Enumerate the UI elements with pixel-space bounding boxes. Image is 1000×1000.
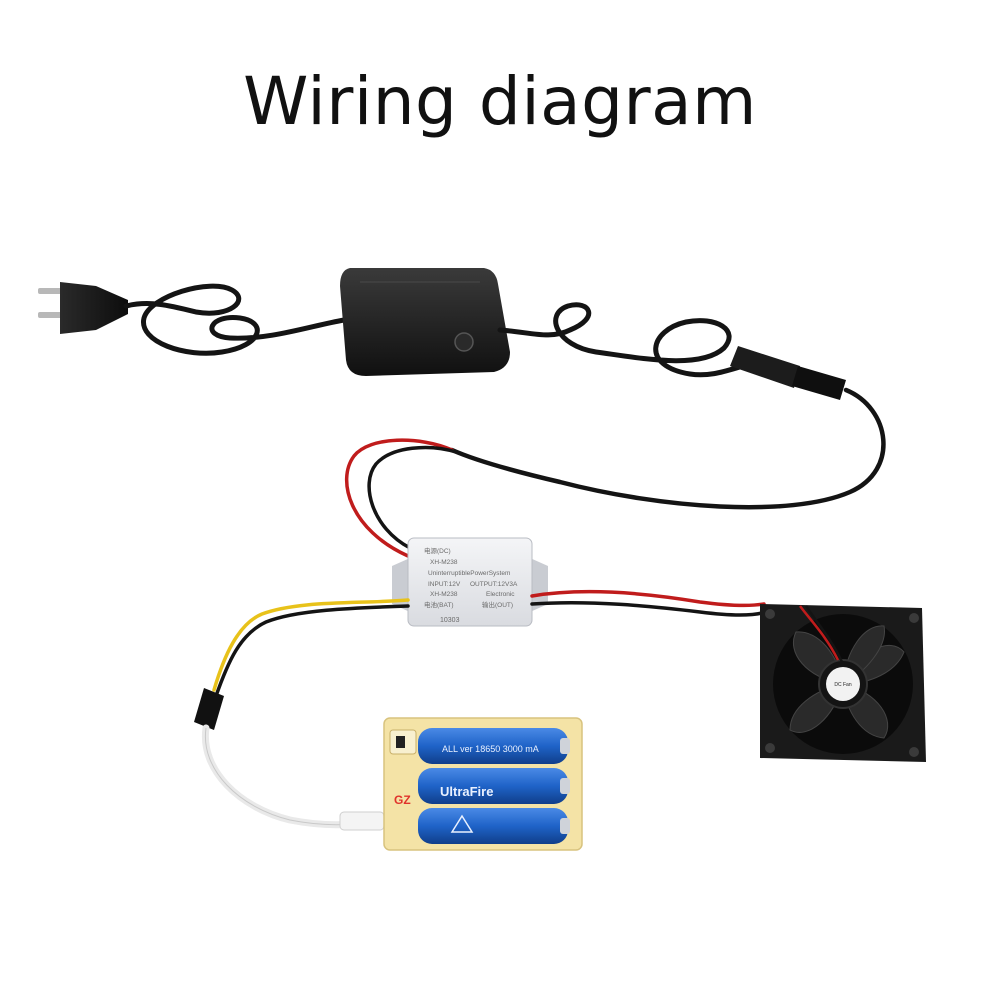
barrel-jack-tip [792,366,846,400]
cooling-fan: DC Fan [760,604,926,762]
dc-barrel-jack [730,346,846,400]
input-lead-black [367,445,458,550]
output-lead-black [530,600,768,617]
battery-cell-1-label: ALL ver 18650 3000 mA [442,744,539,754]
battery-lead-yellow [212,598,410,692]
output-lead-red [530,589,766,608]
fan-hub-sticker [826,667,860,701]
battery-lead-splice [194,688,224,730]
battery-cell-2 [418,768,568,804]
battery-lead-black [214,604,410,698]
module-label-bat: 电池(BAT) [424,600,454,609]
battery-cable-white-outline [204,727,373,826]
battery-cell-3-warning-icon [450,814,474,833]
input-cable-black [449,387,886,510]
module-label-out: 输出(OUT) [482,600,513,609]
holder-mark: GZ [394,793,411,807]
module-label-ups: UninterruptiblePowerSystem [428,570,510,577]
adapter-body [340,268,510,376]
input-lead-red [345,438,454,558]
diagram-title: Wiring diagram [243,63,757,140]
ups-module: 电源(DC) XH-M238 UninterruptiblePowerSyste… [392,537,548,627]
module-case [407,537,533,627]
module-label-dc: 电源(DC) [424,546,451,555]
power-adapter [340,268,510,376]
fan-wire-black [804,605,844,663]
module-serial: 10303 [440,617,460,624]
module-label-output: OUTPUT:12V3A [470,581,518,588]
module-label-model2: XH-M238 [430,591,458,598]
battery-cell-3-terminal [560,818,570,834]
module-label-electronic: Electronic [486,591,515,598]
module-label-input: INPUT:12V [428,581,461,588]
adapter-led-icon [454,332,474,352]
plug-prong-bottom [38,312,62,318]
plug-body [60,282,128,334]
dc-output-cable [497,302,763,378]
fan-screw-hole-br [909,747,919,757]
battery-cable-white [201,724,376,829]
fan-screw-hole-bl [765,743,775,753]
ac-cable [123,283,347,356]
battery-holder: GZ ALL ver 18650 3000 mA UltraFire [383,717,583,851]
ac-plug [38,282,128,334]
barrel-jack-body [730,346,800,388]
battery-cell-3 [418,808,568,844]
fan-wire-red [799,605,840,661]
module-tab-left [392,558,410,612]
fan-screw-hole-tl [765,609,775,619]
battery-plug [339,811,385,831]
fan-screw-hole-tr [909,613,919,623]
holder-switch-knob [396,736,405,748]
module-label-model: XH-M238 [430,559,458,566]
fan-hub-label: DC Fan [834,682,851,688]
module-tab-right [530,558,548,612]
plug-prong-top [38,288,62,294]
battery-cell-1-terminal [560,738,570,754]
battery-cell-1 [418,728,568,764]
battery-cell-2-label: UltraFire [440,784,493,799]
battery-cell-2-terminal [560,778,570,794]
